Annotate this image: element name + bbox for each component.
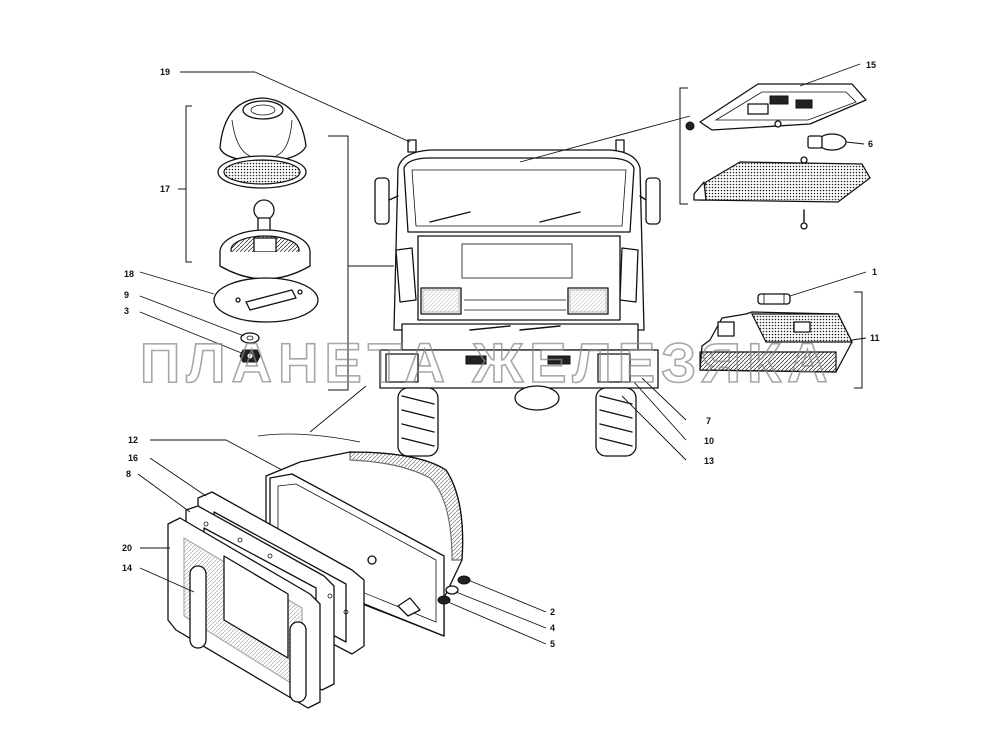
interior-lamp-assembly — [685, 83, 871, 230]
leader-lines — [137, 63, 867, 645]
callout-17: 17 — [160, 184, 170, 194]
callout-9: 9 — [124, 290, 129, 300]
callout-18: 18 — [124, 269, 134, 279]
callout-6: 6 — [868, 139, 873, 149]
callout-10: 10 — [704, 436, 714, 446]
callout-19: 19 — [160, 67, 170, 77]
callout-12: 12 — [128, 435, 138, 445]
marker-lamp-assembly — [699, 293, 853, 373]
callout-15: 15 — [866, 60, 876, 70]
callout-7: 7 — [706, 416, 711, 426]
callout-11: 11 — [870, 333, 880, 343]
callout-3: 3 — [124, 306, 129, 316]
watermark-text: ПЛАНЕТА ЖЕЛЕЗЯКА — [140, 331, 834, 394]
callout-16: 16 — [128, 453, 138, 463]
callout-8: 8 — [126, 469, 131, 479]
callout-13: 13 — [704, 456, 714, 466]
rotating-beacon-assembly — [213, 97, 319, 363]
headlamp-exploded-assembly — [167, 451, 471, 709]
truck-front-view — [374, 139, 661, 457]
callout-20: 20 — [122, 543, 132, 553]
callout-5: 5 — [550, 639, 555, 649]
callout-14: 14 — [122, 563, 132, 573]
callout-labels: 19 17 18 9 3 15 6 1 11 7 10 13 12 16 8 2… — [122, 60, 880, 649]
callout-2: 2 — [550, 607, 555, 617]
callout-1: 1 — [872, 267, 877, 277]
callout-4: 4 — [550, 623, 555, 633]
